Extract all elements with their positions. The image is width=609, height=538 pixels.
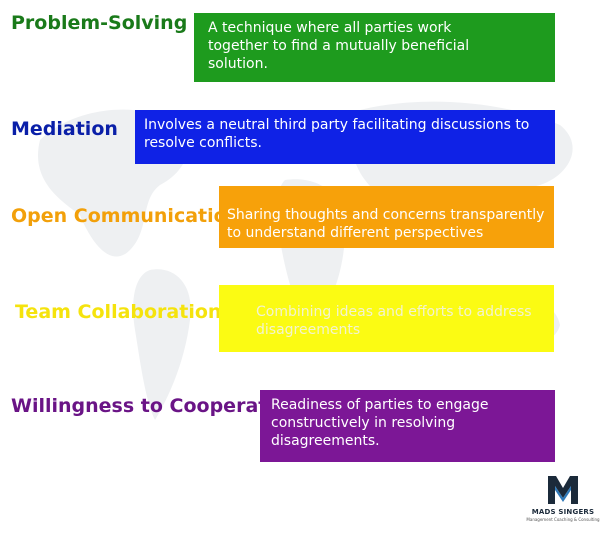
description-box-open-communication: Sharing thoughts and concerns transparen… <box>219 186 554 248</box>
term-problem-solving: Problem-Solving <box>11 12 188 34</box>
description-box-willingness-to-cooperate: Readiness of parties to engage construct… <box>260 390 555 462</box>
logo-name: MADS SINGERS <box>531 508 595 516</box>
description-box-team-collaboration: Combining ideas and efforts to address d… <box>219 285 554 352</box>
term-willingness-to-cooperate: Willingness to Cooperate <box>11 395 281 417</box>
description-open-communication: Sharing thoughts and concerns transparen… <box>227 207 545 241</box>
description-box-problem-solving: A technique where all parties work toget… <box>194 13 555 82</box>
term-open-communication: Open Communication <box>11 205 241 227</box>
term-mediation: Mediation <box>11 118 118 140</box>
description-willingness-to-cooperate: Readiness of parties to engage construct… <box>271 397 489 449</box>
description-team-collaboration: Combining ideas and efforts to address d… <box>256 304 532 338</box>
logo-tagline: Management Coaching & Consulting <box>526 517 600 522</box>
m-monogram-icon <box>548 476 578 504</box>
company-logo: MADS SINGERS Management Coaching & Consu… <box>526 474 600 530</box>
description-problem-solving: A technique where all parties work toget… <box>208 20 470 72</box>
description-box-mediation: Involves a neutral third party facilitat… <box>135 110 555 164</box>
term-team-collaboration: Team Collaboration <box>15 301 222 323</box>
description-mediation: Involves a neutral third party facilitat… <box>144 117 530 151</box>
